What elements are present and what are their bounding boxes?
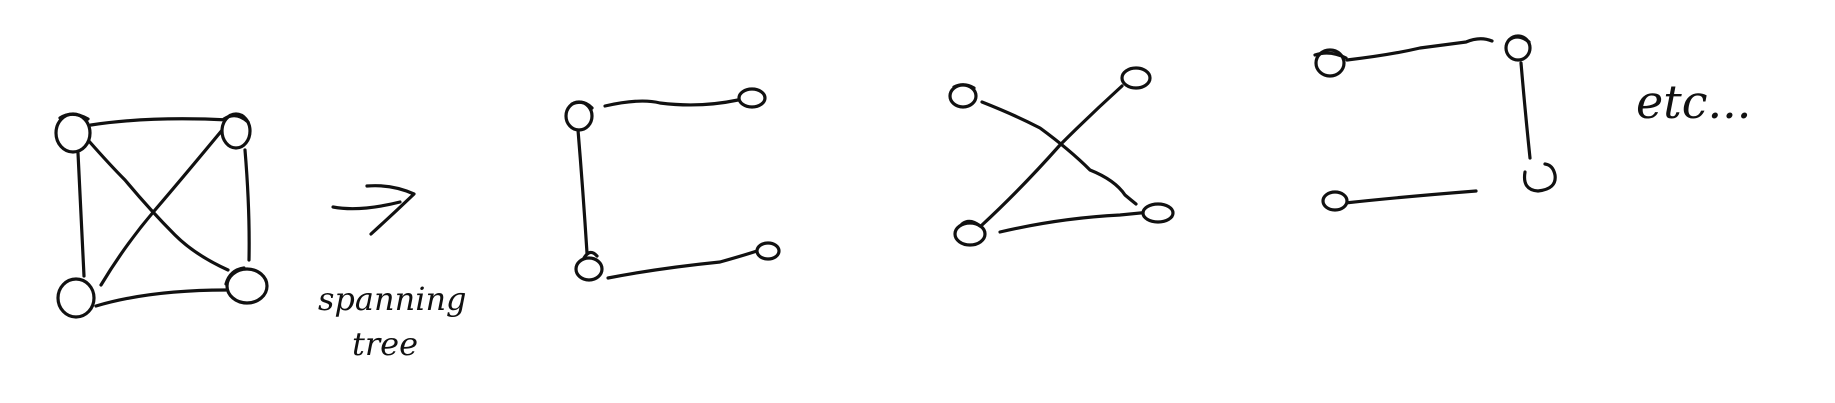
tree3-node-top-left — [1314, 48, 1346, 78]
edge-top — [89, 117, 231, 127]
edge-right — [243, 148, 251, 262]
tree2-edge-diag-down — [980, 100, 1138, 206]
tree3-edge-top — [1345, 37, 1494, 62]
tree2-edge-diag-up — [980, 84, 1124, 227]
arrow-caption-line1: spanning — [318, 280, 467, 318]
arrow-caption-line2: tree — [352, 325, 418, 363]
spanning-tree-2 — [948, 66, 1175, 247]
arrow-head — [365, 184, 416, 236]
edge-bottom — [94, 288, 228, 308]
tree1-edge-top — [603, 98, 740, 108]
tree3-node-bottom-right — [1522, 162, 1557, 193]
node-top-right — [220, 112, 252, 150]
arrow-shaft — [331, 200, 402, 211]
etc-label: etc... — [1636, 75, 1751, 129]
tree1-node-bottom-left — [574, 256, 604, 282]
spanning-tree-1 — [564, 87, 781, 282]
tree3-edge-bottom — [1343, 189, 1478, 205]
edge-diagonal-up — [99, 121, 230, 287]
node-bottom-left — [56, 277, 96, 319]
edge-left — [76, 151, 86, 278]
tree2-edge-bottom — [998, 210, 1152, 234]
tree1-node-bottom-right — [755, 241, 781, 261]
tree3-node-bottom-left — [1321, 190, 1349, 212]
tree1-edge-bottom — [606, 248, 762, 280]
tree2-node-bottom-right — [1141, 202, 1175, 224]
complete-graph — [54, 112, 269, 319]
spanning-tree-arrow — [331, 184, 416, 236]
tree2-node-top-right — [1120, 66, 1152, 90]
tree1-edge-left — [576, 128, 589, 255]
tree3-edge-right — [1519, 61, 1532, 160]
spanning-tree-3 — [1313, 34, 1557, 212]
node-top-left — [54, 112, 92, 154]
node-bottom-right — [225, 267, 269, 305]
tree1-node-top-right — [737, 87, 767, 109]
